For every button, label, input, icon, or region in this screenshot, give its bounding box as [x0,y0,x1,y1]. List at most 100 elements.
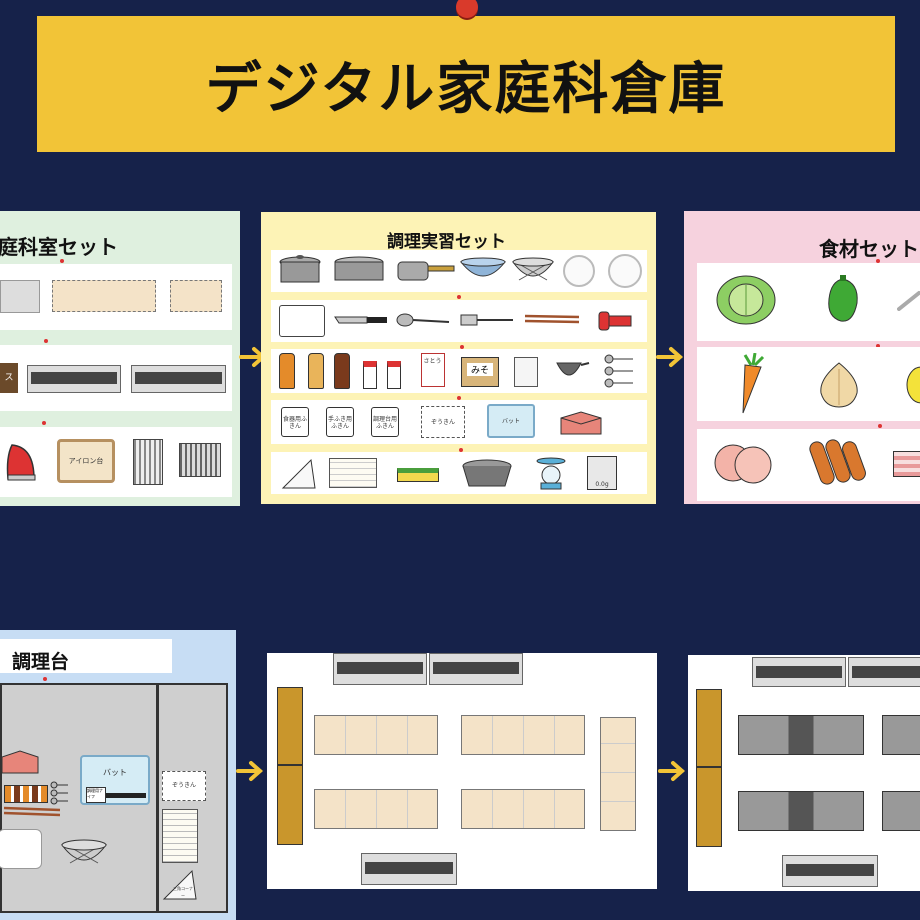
cooking-table-icon [738,791,864,831]
washboard-icon [133,439,163,485]
triangle-corner-icon [281,458,316,489]
pin-dot [876,344,880,348]
measuring-bowl-icon [556,362,590,376]
cooking-table-icon [882,791,920,831]
table-cloth-card: 調理台用ふきん [371,407,399,437]
kaseika-row-laundry: アイロン台 [0,427,232,497]
shelf-icon [277,687,303,845]
rag-card: ぞうきん [421,406,465,438]
sugar-box: さとう [421,353,445,387]
chori-row-misc: 0.0g [271,452,647,494]
pin-dot [878,424,882,428]
measuring-spoons-icon [50,781,68,805]
table-divider [156,685,159,911]
panel-title-shokuzai: 食材セット [819,237,919,261]
drain-rack-icon [329,458,377,488]
sugar-label: さとう [423,358,442,365]
desk-top-icon [52,280,156,312]
drain-rack-icon [162,809,198,863]
panel-choridai[interactable]: 調理台 バット 調理用ナイフ ぞうきん 三角コーナー [0,630,236,920]
triangle-corner-label: 三角コーナー [173,886,193,898]
knife-icon [106,793,146,798]
page-title: デジタル家庭科倉庫 [205,56,727,122]
measuring-cup-icon [514,357,538,387]
panel-kaseika-set[interactable]: 庭科室セット ス アイロン台 [0,211,240,506]
basin-icon [462,459,512,487]
panel-title-chori: 調理実習セット [387,232,506,252]
shelf-icon [696,689,722,847]
knife-icon [334,316,387,324]
pin-dot [42,421,46,425]
desk-icon [314,789,438,829]
chori-row-seasonings: さとう みそ [271,349,647,393]
shaker-icon [387,361,401,389]
desk-icon [314,715,438,755]
iron-board: アイロン台 [57,439,115,483]
sponge-icon [397,468,439,482]
kaseika-row-desks [0,264,232,330]
plate-icon [608,254,642,288]
gray-panel-icon [0,280,40,313]
shelf-icon: ス [0,363,18,393]
shaker-icon [363,361,377,389]
chopsticks-icon [3,806,61,817]
stove-icon [782,855,878,887]
stove-icon [333,653,427,685]
pan-icon [334,256,384,281]
arrow-right-icon [236,761,264,781]
title-banner: デジタル家庭科倉庫 [37,16,895,152]
bottle-icon [279,353,295,389]
hand-towel-card: 手ふき用ふきん [326,407,354,437]
scale-icon [536,457,566,490]
potato-icon [906,366,920,404]
sausage-icon [809,439,866,485]
pushpin-icon [456,0,478,18]
kaseika-row-stoves: ス [0,345,232,411]
box-icon [2,750,39,774]
stove-icon [848,657,920,687]
plate-icon [563,255,595,287]
iron-icon [6,444,36,481]
plate-icon [0,829,42,869]
triangle-corner-icon: 三角コーナー [162,867,198,901]
ladle-icon [396,313,450,327]
hand-towel-label: 手ふき用ふきん [328,416,353,430]
pin-dot [60,259,64,263]
cooking-table-icon [882,715,920,755]
panel-shokuzai-set[interactable]: 食材セット [684,211,920,504]
miso-container: みそ [461,357,499,387]
cooking-table-icon [738,715,864,755]
colander-icon [61,839,107,864]
stove-icon [752,657,846,687]
iron-board-label: アイロン台 [68,457,104,465]
panel-title-kaseika: 庭科室セット [0,235,118,259]
arrow-right-icon [656,347,684,367]
bottle-icon [308,353,324,389]
pepper-icon [828,275,858,322]
desk-icon [461,789,585,829]
stove-icon [361,853,457,885]
table-cloth-label: 調理台用ふきん [373,416,398,430]
rag-label: ぞうきん [430,419,455,426]
vat-label: バット [501,418,520,425]
cabbage-icon [716,275,776,325]
shokuzai-row-vegetables [697,263,920,341]
bacon-icon [893,451,920,477]
choridai-title-box [0,639,172,673]
desk-icon [600,717,636,831]
bowl-icon [459,257,507,277]
mini-bottles [4,785,48,803]
dish-cloth-label: 食器用ふきん [283,416,308,430]
shokuzai-row-meat [697,429,920,501]
digital-scale-icon: 0.0g [587,456,617,490]
classroom-layout-desks[interactable] [267,653,657,889]
panel-chori-set[interactable]: 調理実習セット さとう みそ [261,212,656,504]
classroom-layout-cooking[interactable] [688,655,920,891]
panel-title-choridai: 調理台 [12,651,70,673]
cutting-board-icon: 調理用ナイフ [86,787,106,803]
rag-card: ぞうきん [162,771,206,801]
choridai-table: バット 調理用ナイフ ぞうきん 三角コーナー [0,683,228,913]
pin-dot [876,259,880,263]
pin-dot [460,345,464,349]
digital-scale-readout: 0.0g [595,481,609,488]
